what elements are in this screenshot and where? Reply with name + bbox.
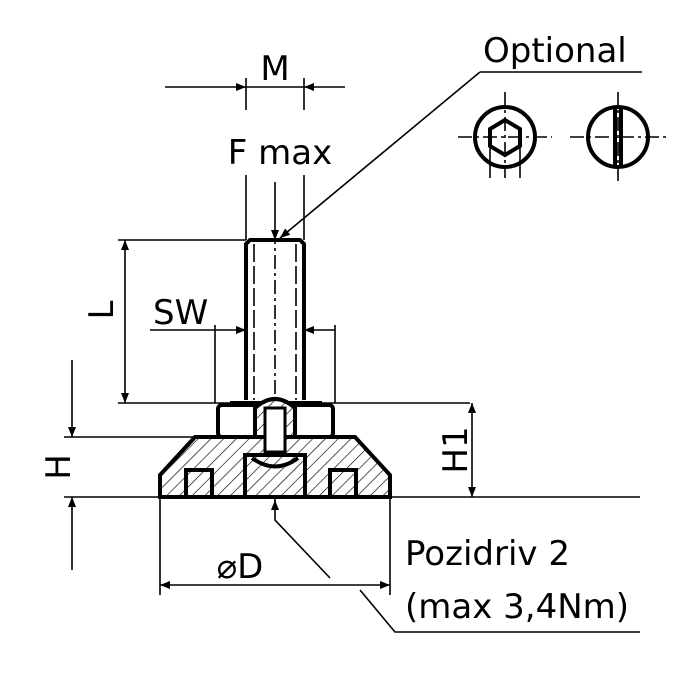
d-dimension: ⌀D <box>159 497 391 595</box>
pozidriv-label: Pozidriv 2 <box>405 534 570 574</box>
sw-dimension: SW <box>150 293 336 403</box>
hex-socket-option <box>458 92 552 178</box>
m-label: M <box>260 49 289 89</box>
f-max-label: F max <box>228 133 332 173</box>
optional-label: Optional <box>483 31 627 71</box>
slot-option <box>570 92 666 182</box>
l-label: L <box>82 300 122 319</box>
h-label: H <box>39 454 79 480</box>
d-label: ⌀D <box>217 547 264 587</box>
pozidriv-callout: Pozidriv 2 (max 3,4Nm) <box>271 500 640 633</box>
l-dimension: L <box>82 239 470 404</box>
m-dimension: M <box>165 49 345 110</box>
h1-label: H1 <box>436 426 476 473</box>
sw-label: SW <box>153 293 208 333</box>
h-dimension: H <box>39 360 640 570</box>
torque-label: (max 3,4Nm) <box>405 587 629 627</box>
optional-callout: Optional <box>279 31 666 239</box>
h1-dimension: H1 <box>436 403 476 497</box>
